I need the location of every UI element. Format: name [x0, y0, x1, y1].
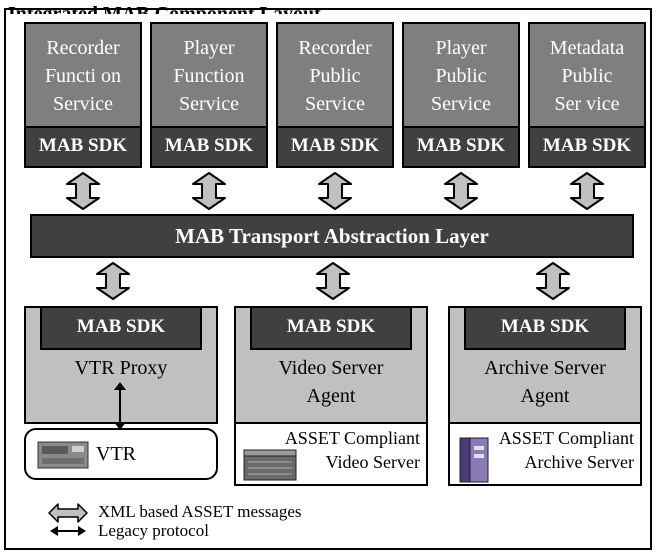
agent-sdk-label: MAB SDK	[40, 308, 202, 350]
video-server-icon	[243, 449, 297, 481]
service-box-player-public: Player Public Service MAB SDK	[402, 22, 520, 168]
archive-server-box: ASSET Compliant Archive Server	[448, 424, 642, 486]
service-label: Metadata Public Ser vice	[549, 37, 625, 115]
double-arrow-icon	[190, 172, 228, 210]
double-arrow-icon	[64, 172, 102, 210]
service-sdk-label: MAB SDK	[278, 126, 392, 166]
agent-sdk-label: MAB SDK	[250, 308, 412, 350]
archive-server-icon	[459, 437, 489, 483]
double-arrow-icon	[94, 262, 132, 300]
double-arrow-legend-icon	[48, 503, 88, 523]
legacy-arrow-legend-icon	[50, 526, 86, 536]
video-server-box: ASSET Compliant Video Server	[234, 424, 428, 486]
service-sdk-label: MAB SDK	[530, 126, 644, 166]
service-box-recorder-public: Recorder Public Service MAB SDK	[276, 22, 394, 168]
agent-label: Archive Server Agent	[484, 357, 606, 407]
agent-sdk-label: MAB SDK	[464, 308, 626, 350]
transport-layer: MAB Transport Abstraction Layer	[30, 214, 634, 258]
service-sdk-label: MAB SDK	[26, 126, 140, 166]
agent-box-video-server: MAB SDK Video Server Agent	[234, 306, 428, 424]
diagram-title: Integrated MAB Component Layout	[8, 3, 321, 14]
video-server-label: ASSET Compliant Video Server	[284, 428, 420, 472]
double-arrow-icon	[442, 172, 480, 210]
double-arrow-icon	[534, 262, 572, 300]
service-box-recorder-function: Recorder Functi on Service MAB SDK	[24, 22, 142, 168]
service-label: Player Function Service	[173, 37, 245, 115]
double-arrow-icon	[316, 172, 354, 210]
vtr-device-box: VTR	[24, 428, 218, 480]
service-label: Recorder Functi on Service	[44, 37, 122, 115]
agent-label: VTR Proxy	[74, 357, 168, 379]
vtr-device-icon	[37, 441, 89, 469]
vtr-label: VTR	[96, 443, 136, 465]
agent-label: Video Server Agent	[278, 357, 384, 407]
service-sdk-label: MAB SDK	[152, 126, 266, 166]
archive-server-label: ASSET Compliant Archive Server	[498, 428, 634, 472]
service-sdk-label: MAB SDK	[404, 126, 518, 166]
double-arrow-icon	[568, 172, 606, 210]
diagram-frame	[4, 8, 652, 550]
legend-legacy-label: Legacy protocol	[98, 521, 209, 540]
service-box-metadata-public: Metadata Public Ser vice MAB SDK	[528, 22, 646, 168]
legacy-arrow-icon	[114, 382, 126, 430]
service-label: Recorder Public Service	[298, 37, 372, 115]
service-box-player-function: Player Function Service MAB SDK	[150, 22, 268, 168]
legend-xml-label: XML based ASSET messages	[98, 502, 302, 521]
service-label: Player Public Service	[431, 37, 491, 115]
double-arrow-icon	[314, 262, 352, 300]
agent-box-archive-server: MAB SDK Archive Server Agent	[448, 306, 642, 424]
